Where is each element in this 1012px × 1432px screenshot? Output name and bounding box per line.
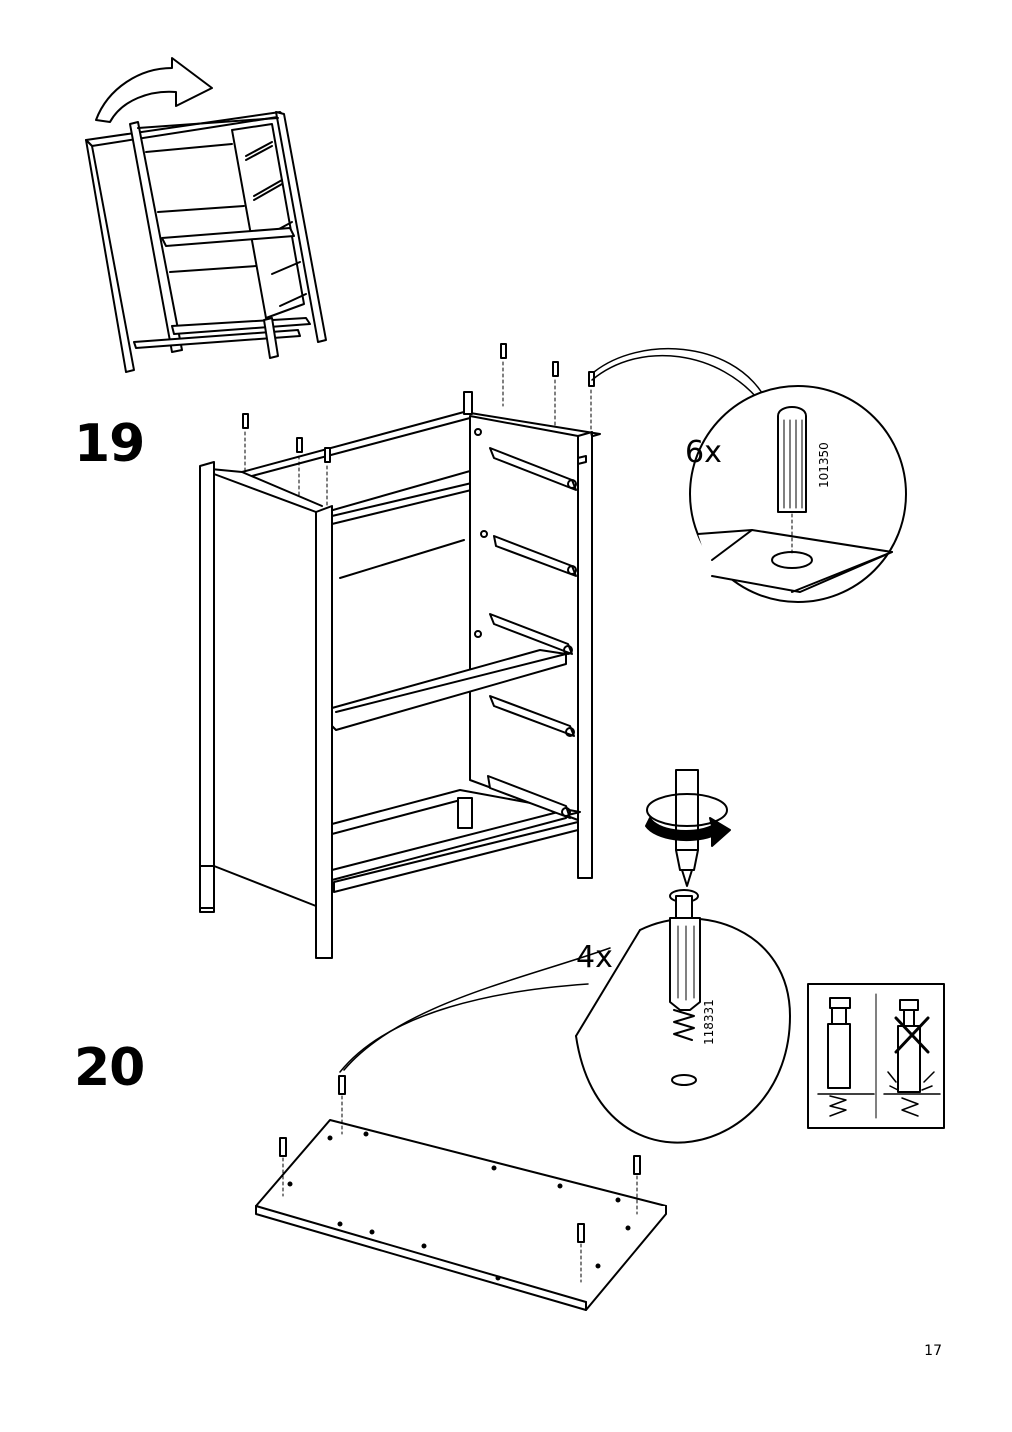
dowel (296, 437, 303, 499)
dowel (588, 371, 595, 437)
cam-bolt (338, 1075, 346, 1135)
cabinet-frame-step19 (199, 343, 601, 959)
cam-bolt-part-number: 118331 (702, 999, 716, 1045)
step-number-20: 20 (74, 1038, 145, 1098)
curved-flip-arrow-icon (95, 57, 213, 123)
flipped-cabinet (85, 57, 327, 373)
correct-incorrect-inset (807, 983, 945, 1129)
cam-bolt-quantity: 4x (576, 940, 613, 975)
cam-bolt-detail-callout (339, 889, 791, 1144)
drawer-runner (474, 613, 573, 655)
cam-bolt (279, 1137, 287, 1197)
drawer-runner (480, 530, 577, 577)
rotate-clockwise-icon (645, 817, 731, 847)
dowel-quantity: 6x (685, 435, 722, 470)
x-mark-icon (894, 1016, 930, 1054)
cam-bolt (633, 1155, 641, 1215)
cam-bolt (577, 1223, 585, 1283)
dowel-part-number: 101350 (817, 442, 831, 488)
dowel (324, 447, 331, 507)
drawer-runner (489, 695, 575, 737)
dowel (500, 343, 507, 407)
drawer-runner (474, 428, 577, 491)
step-number-19: 19 (74, 414, 145, 474)
top-panel-board (255, 1075, 667, 1311)
drawer-runner (487, 775, 571, 819)
dowel (552, 361, 559, 427)
page-number: 17 (924, 1343, 942, 1359)
dowel (242, 413, 249, 475)
dowel-detail-callout (591, 348, 907, 603)
